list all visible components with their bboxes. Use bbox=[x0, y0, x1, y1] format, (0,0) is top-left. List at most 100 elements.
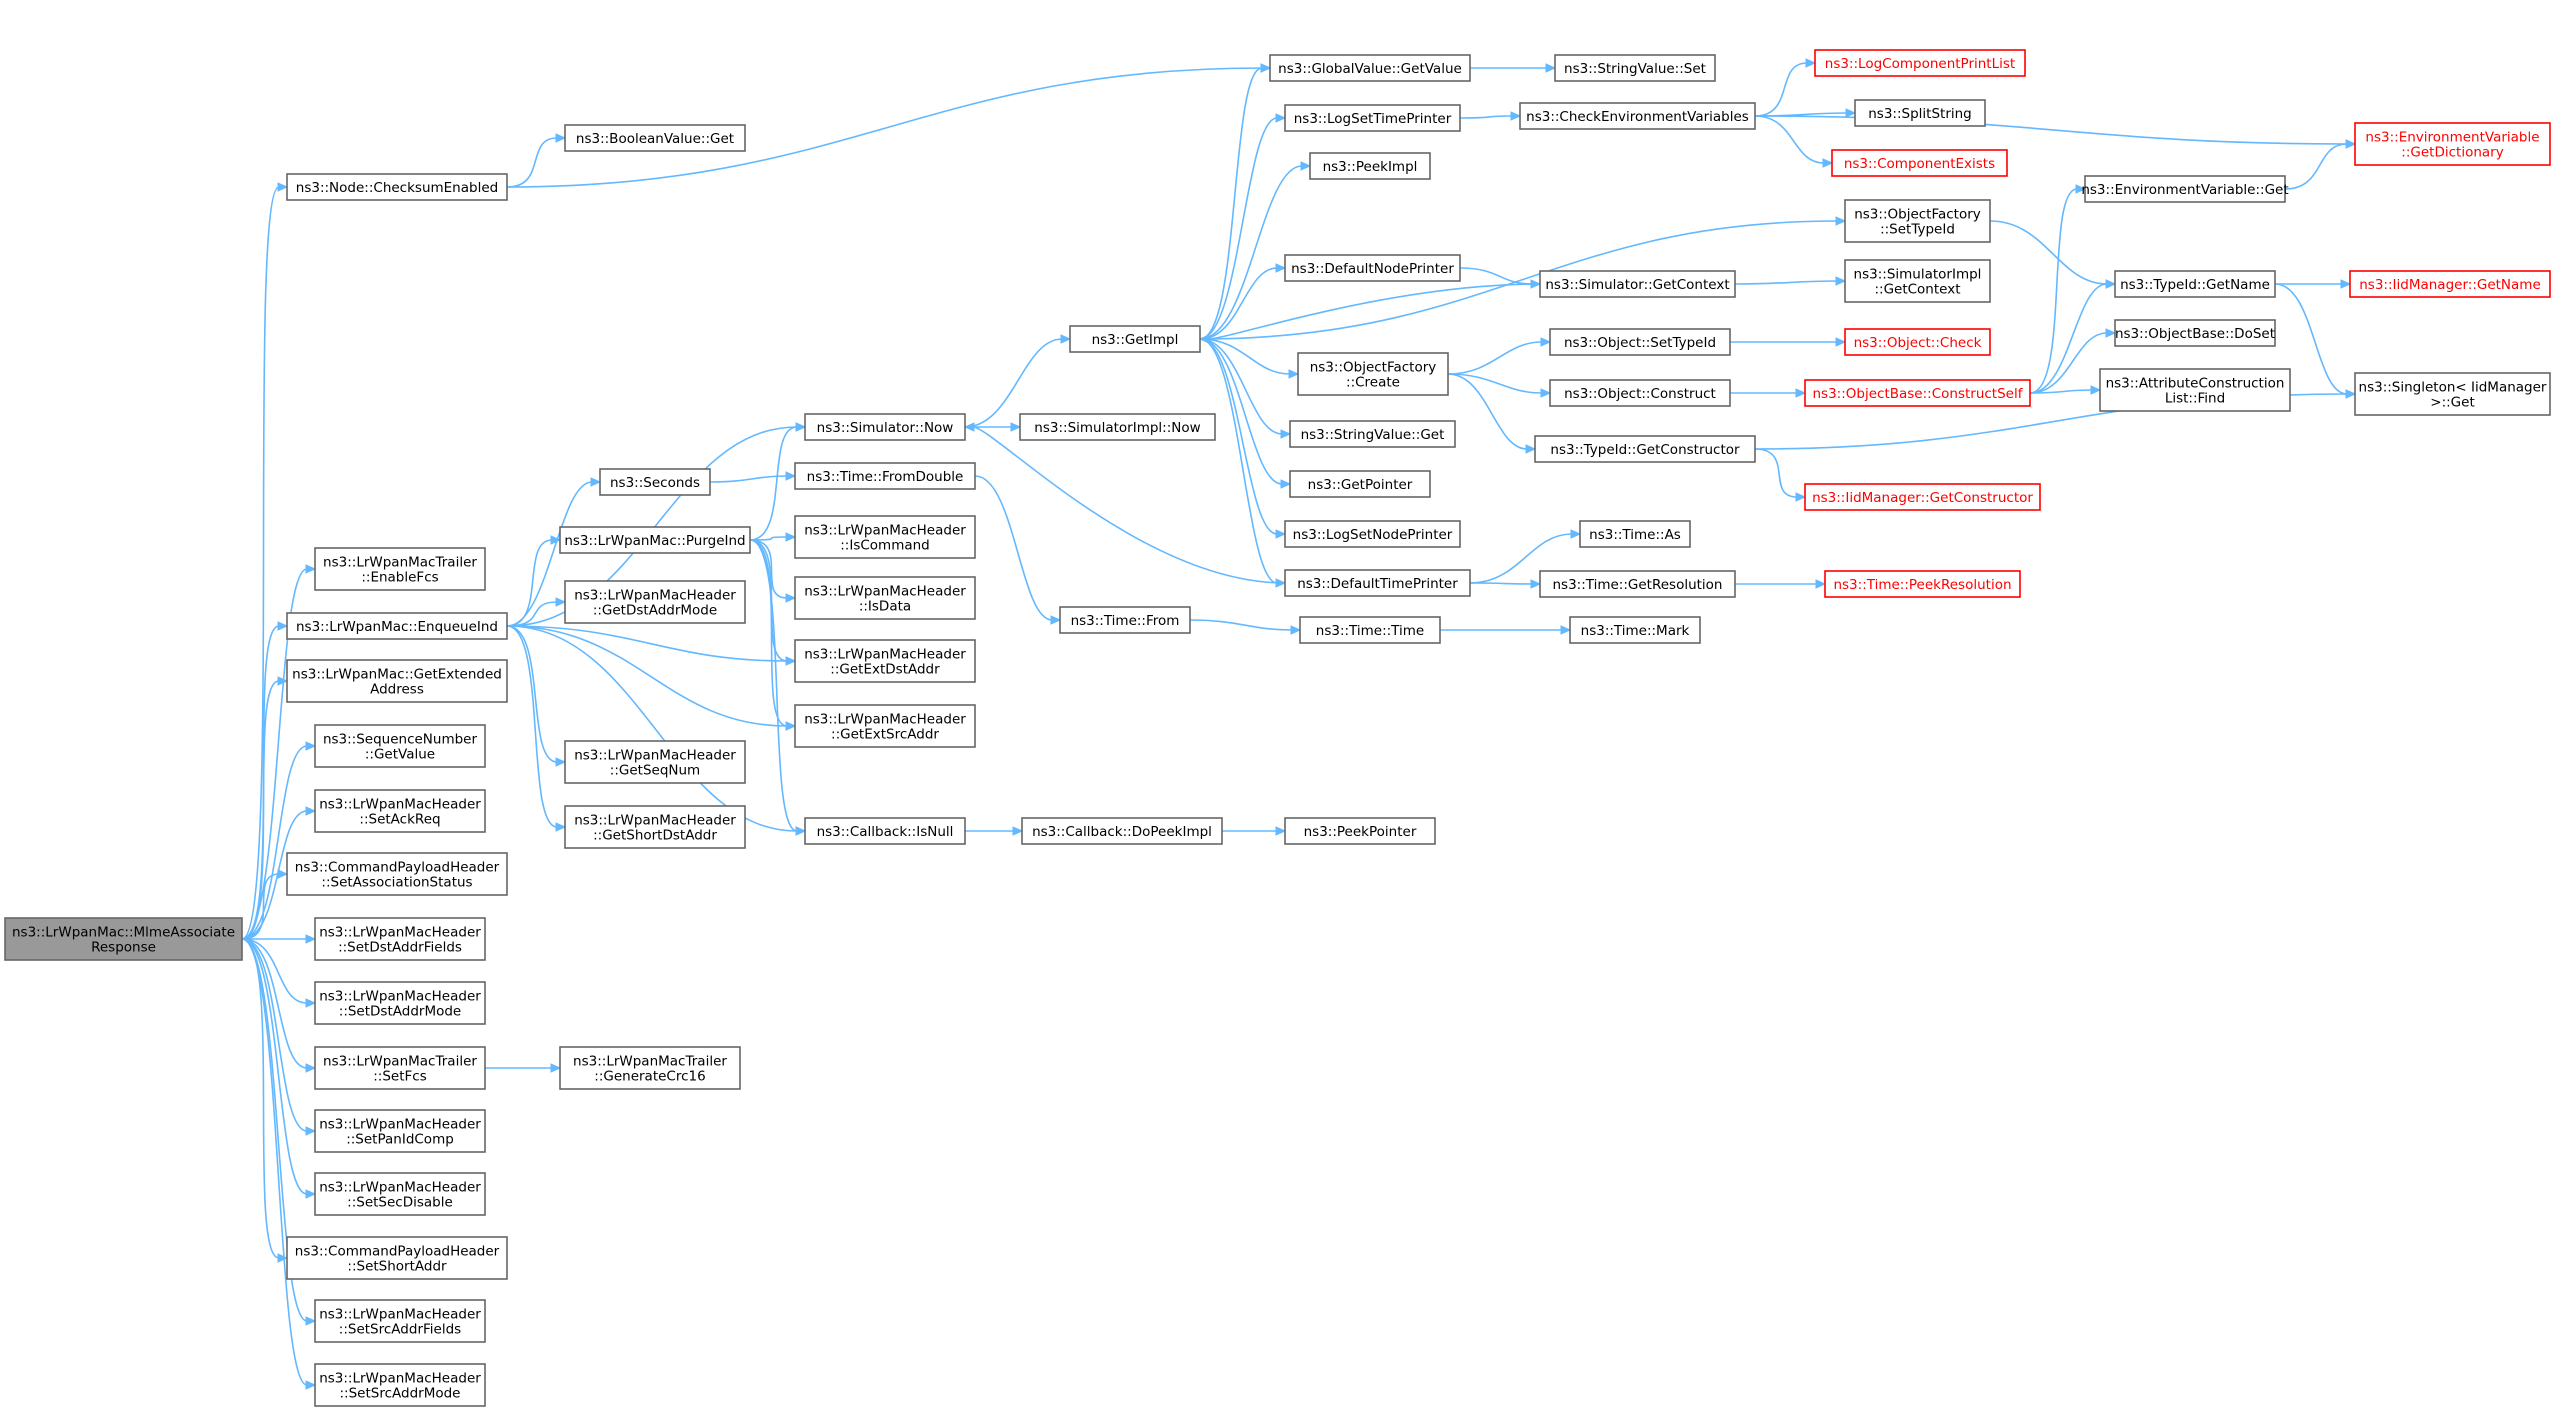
node-label: ns3::SequenceNumber bbox=[323, 732, 478, 748]
graph-node-getpointer[interactable]: ns3::GetPointer bbox=[1289, 470, 1431, 498]
graph-node-timeas[interactable]: ns3::Time::As bbox=[1579, 520, 1691, 548]
node-box bbox=[804, 817, 966, 845]
edge-root-to-setsrcmode bbox=[241, 938, 317, 1390]
graph-node-boolget[interactable]: ns3::BooleanValue::Get bbox=[564, 124, 746, 152]
graph-node-checkenv[interactable]: ns3::CheckEnvironmentVariables bbox=[1519, 102, 1756, 130]
node-box bbox=[286, 852, 508, 896]
node-box bbox=[1549, 379, 1731, 407]
edge-timegetres-to-peekres bbox=[1735, 579, 1827, 589]
graph-node-setdstfields[interactable]: ns3::LrWpanMacHeader::SetDstAddrFields bbox=[314, 917, 486, 961]
node-box bbox=[1824, 570, 2021, 598]
graph-node-setfcs[interactable]: ns3::LrWpanMacTrailer::SetFcs bbox=[314, 1046, 486, 1090]
graph-node-logcomp[interactable]: ns3::LogComponentPrintList bbox=[1814, 49, 2026, 77]
graph-node-seconds[interactable]: ns3::Seconds bbox=[599, 468, 711, 496]
graph-node-timetime[interactable]: ns3::Time::Time bbox=[1299, 616, 1441, 644]
graph-node-enablefcs[interactable]: ns3::LrWpanMacTrailer::EnableFcs bbox=[314, 547, 486, 591]
graph-node-objconstruct[interactable]: ns3::Object::Construct bbox=[1549, 379, 1731, 407]
node-label: ns3::LrWpanMacHeader bbox=[319, 989, 481, 1005]
node-box bbox=[2084, 175, 2286, 203]
graph-node-singleton[interactable]: ns3::Singleton< IidManager>::Get bbox=[2354, 372, 2551, 416]
graph-node-iscommand[interactable]: ns3::LrWpanMacHeader::IsCommand bbox=[794, 515, 976, 559]
node-box bbox=[1804, 483, 2041, 511]
graph-node-peekptr[interactable]: ns3::PeekPointer bbox=[1284, 817, 1436, 845]
graph-node-envdict[interactable]: ns3::EnvironmentVariable::GetDictionary bbox=[2354, 122, 2551, 166]
graph-node-compexists[interactable]: ns3::ComponentExists bbox=[1831, 149, 2008, 177]
graph-node-gvget[interactable]: ns3::GlobalValue::GetValue bbox=[1269, 54, 1471, 82]
node-box bbox=[314, 1109, 486, 1153]
graph-node-setassoc[interactable]: ns3::CommandPayloadHeader::SetAssociatio… bbox=[286, 852, 508, 896]
graph-node-seqget[interactable]: ns3::SequenceNumber::GetValue bbox=[314, 724, 486, 768]
graph-node-svget[interactable]: ns3::StringValue::Get bbox=[1289, 420, 1456, 448]
graph-node-typegetname[interactable]: ns3::TypeId::GetName bbox=[2114, 270, 2276, 298]
graph-node-doset[interactable]: ns3::ObjectBase::DoSet bbox=[2114, 319, 2276, 347]
edge-setfcs-to-gencrc bbox=[484, 1063, 562, 1073]
graph-node-ofsettype[interactable]: ns3::ObjectFactory::SetTypeId bbox=[1844, 199, 1991, 243]
graph-node-getimpl[interactable]: ns3::GetImpl bbox=[1069, 325, 1201, 353]
graph-node-getctor[interactable]: ns3::TypeId::GetConstructor bbox=[1534, 435, 1756, 463]
graph-node-getextsrc[interactable]: ns3::LrWpanMacHeader::GetExtSrcAddr bbox=[794, 704, 976, 748]
graph-node-simgetctx[interactable]: ns3::Simulator::GetContext bbox=[1539, 270, 1736, 298]
edge-objsettype-to-objcheck bbox=[1729, 337, 1847, 347]
graph-node-svset[interactable]: ns3::StringValue::Set bbox=[1554, 54, 1716, 82]
graph-node-setshort[interactable]: ns3::CommandPayloadHeader::SetShortAddr bbox=[286, 1236, 508, 1280]
graph-node-getextdst[interactable]: ns3::LrWpanMacHeader::GetExtDstAddr bbox=[794, 639, 976, 683]
graph-node-fromdouble[interactable]: ns3::Time::FromDouble bbox=[794, 462, 976, 490]
graph-node-objsettype[interactable]: ns3::Object::SetTypeId bbox=[1549, 328, 1731, 356]
graph-node-simnow[interactable]: ns3::Simulator::Now bbox=[804, 413, 966, 441]
node-label: ::SetFcs bbox=[373, 1069, 427, 1085]
graph-node-iidgetname[interactable]: ns3::IidManager::GetName bbox=[2349, 270, 2551, 298]
graph-node-setackreq[interactable]: ns3::LrWpanMacHeader::SetAckReq bbox=[314, 789, 486, 833]
graph-node-setsecdis[interactable]: ns3::LrWpanMacHeader::SetSecDisable bbox=[314, 1172, 486, 1216]
graph-node-gencrc[interactable]: ns3::LrWpanMacTrailer::GenerateCrc16 bbox=[559, 1046, 741, 1090]
graph-node-isnull[interactable]: ns3::Callback::IsNull bbox=[804, 817, 966, 845]
graph-node-constructself[interactable]: ns3::ObjectBase::ConstructSelf bbox=[1804, 379, 2031, 407]
node-box bbox=[1534, 435, 1756, 463]
graph-node-simimplctx[interactable]: ns3::SimulatorImpl::GetContext bbox=[1844, 259, 1991, 303]
graph-node-peekimpl[interactable]: ns3::PeekImpl bbox=[1309, 152, 1431, 180]
node-label: ns3::Simulator::Now bbox=[817, 420, 954, 436]
graph-node-setsrcmode[interactable]: ns3::LrWpanMacHeader::SetSrcAddrMode bbox=[314, 1363, 486, 1407]
graph-node-splitstr[interactable]: ns3::SplitString bbox=[1854, 99, 1986, 127]
node-label: ns3::Time::From bbox=[1071, 613, 1180, 629]
edge-root-to-setsecdis bbox=[241, 938, 317, 1199]
graph-node-peekres[interactable]: ns3::Time::PeekResolution bbox=[1824, 570, 2021, 598]
graph-node-setsrcfields[interactable]: ns3::LrWpanMacHeader::SetSrcAddrFields bbox=[314, 1299, 486, 1343]
graph-node-timegetres[interactable]: ns3::Time::GetResolution bbox=[1539, 570, 1736, 598]
graph-node-dopeek[interactable]: ns3::Callback::DoPeekImpl bbox=[1021, 817, 1223, 845]
graph-node-enqueue[interactable]: ns3::LrWpanMac::EnqueueInd bbox=[286, 612, 508, 640]
node-label: List::Find bbox=[2165, 391, 2225, 407]
graph-node-setdstmode[interactable]: ns3::LrWpanMacHeader::SetDstAddrMode bbox=[314, 981, 486, 1025]
graph-node-getseqnum[interactable]: ns3::LrWpanMacHeader::GetSeqNum bbox=[564, 740, 746, 784]
graph-node-iidctor[interactable]: ns3::IidManager::GetConstructor bbox=[1804, 483, 2041, 511]
edge-purge-to-simnow bbox=[749, 422, 807, 541]
graph-node-ofcreate[interactable]: ns3::ObjectFactory::Create bbox=[1297, 352, 1449, 396]
graph-node-setpanid[interactable]: ns3::LrWpanMacHeader::SetPanIdComp bbox=[314, 1109, 486, 1153]
graph-node-getshortdst[interactable]: ns3::LrWpanMacHeader::GetShortDstAddr bbox=[564, 805, 746, 849]
node-box bbox=[2354, 372, 2551, 416]
node-label: ::Create bbox=[1346, 375, 1400, 391]
graph-node-simimplnow[interactable]: ns3::SimulatorImpl::Now bbox=[1019, 413, 1216, 441]
edge-constructself-to-typegetname bbox=[2029, 279, 2117, 394]
graph-node-isdata[interactable]: ns3::LrWpanMacHeader::IsData bbox=[794, 576, 976, 620]
node-label: ::SetSrcAddrFields bbox=[339, 1322, 461, 1338]
edge-enqueue-to-isnull bbox=[506, 625, 807, 836]
node-label: Response bbox=[91, 940, 156, 956]
graph-node-logsettime[interactable]: ns3::LogSetTimePrinter bbox=[1284, 104, 1461, 132]
graph-node-deftime[interactable]: ns3::DefaultTimePrinter bbox=[1284, 569, 1471, 597]
graph-node-envget[interactable]: ns3::EnvironmentVariable::Get bbox=[2081, 175, 2289, 203]
edge-root-to-setsrcfields bbox=[241, 938, 317, 1326]
edge-isnull-to-dopeek bbox=[965, 826, 1024, 836]
graph-node-logsetnode[interactable]: ns3::LogSetNodePrinter bbox=[1284, 520, 1461, 548]
graph-node-timefrom[interactable]: ns3::Time::From bbox=[1059, 606, 1191, 634]
graph-node-checksum[interactable]: ns3::Node::ChecksumEnabled bbox=[286, 173, 508, 201]
graph-node-purge[interactable]: ns3::LrWpanMac::PurgeInd bbox=[559, 526, 751, 554]
node-box bbox=[1539, 570, 1736, 598]
graph-node-objcheck[interactable]: ns3::Object::Check bbox=[1844, 328, 1991, 356]
graph-node-defnode[interactable]: ns3::DefaultNodePrinter bbox=[1284, 254, 1461, 282]
graph-node-getdstmode[interactable]: ns3::LrWpanMacHeader::GetDstAddrMode bbox=[564, 580, 746, 624]
graph-node-timemark[interactable]: ns3::Time::Mark bbox=[1569, 616, 1701, 644]
